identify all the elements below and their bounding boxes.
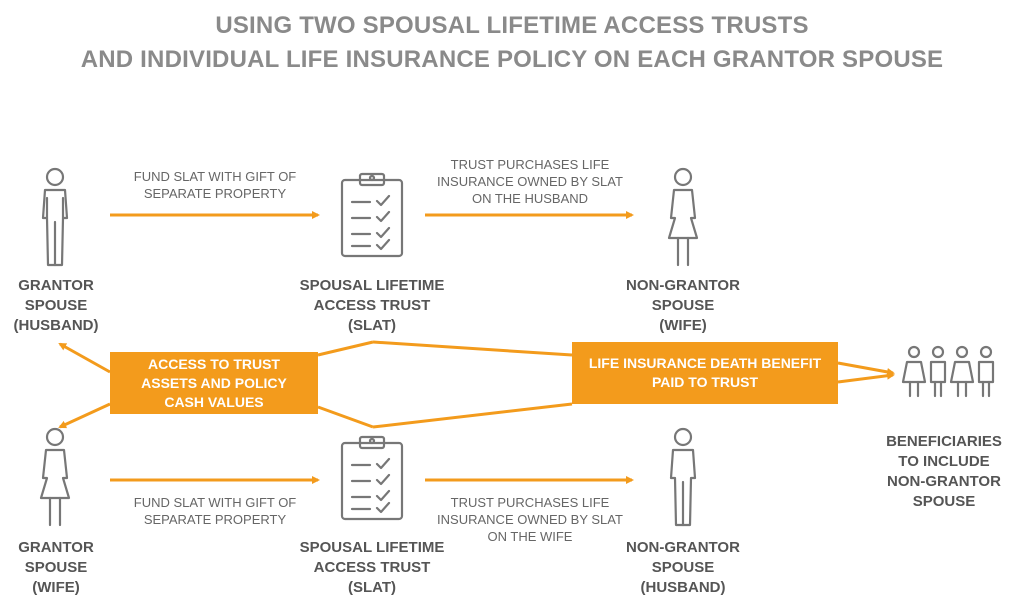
box-line: CASH VALUES (164, 393, 264, 410)
arrow-access-to-husband (58, 342, 111, 374)
note-line: SEPARATE PROPERTY (143, 186, 287, 201)
box-line: LIFE INSURANCE DEATH BENEFIT (588, 355, 822, 371)
label-line: SPOUSE (912, 493, 976, 510)
label-line: (SLAT) (347, 317, 397, 334)
female-person-icon (667, 167, 699, 267)
fund-note-top: FUND SLAT WITH GIFT OF SEPARATE PROPERTY (110, 168, 320, 202)
note-line: INSURANCE OWNED BY SLAT (437, 174, 623, 189)
grantor-wife-label: GRANTOR SPOUSE (WIFE) (0, 538, 112, 598)
connector-upper (317, 340, 374, 357)
box-line: ASSETS AND POLICY (141, 374, 287, 391)
box-line: PAID TO TRUST (651, 374, 759, 390)
grantor-husband-label: GRANTOR SPOUSE (HUSBAND) (0, 276, 112, 336)
label-line: NON-GRANTOR (887, 473, 1001, 490)
label-line: SPOUSAL LIFETIME (299, 539, 445, 556)
label-line: SPOUSE (24, 559, 88, 576)
connector-upper-long (372, 340, 573, 357)
title-line-1: USING TWO SPOUSAL LIFETIME ACCESS TRUSTS (215, 12, 809, 39)
label-line: (WIFE) (659, 317, 707, 334)
arrow-access-to-wife (58, 402, 111, 429)
clipboard-checklist-icon (340, 172, 404, 258)
label-line: GRANTOR (18, 277, 94, 294)
label-line: SPOUSE (24, 297, 88, 314)
death-benefit-box-text: LIFE INSURANCE DEATH BENEFIT PAID TO TRU… (589, 354, 821, 392)
note-line: FUND SLAT WITH GIFT OF (133, 495, 297, 510)
connector-lower (317, 405, 374, 429)
label-line: SPOUSE (651, 297, 715, 314)
label-line: (WIFE) (32, 579, 80, 596)
trust-top-label: SPOUSAL LIFETIME ACCESS TRUST (SLAT) (282, 276, 462, 336)
label-line: SPOUSAL LIFETIME (299, 277, 445, 294)
access-box-text: ACCESS TO TRUST ASSETS AND POLICY CASH V… (141, 355, 287, 412)
arrow-benefit-lower (837, 371, 895, 384)
note-line: ON THE HUSBAND (471, 191, 589, 206)
purchase-note-top: TRUST PURCHASES LIFE INSURANCE OWNED BY … (420, 156, 640, 207)
label-line: ACCESS TRUST (313, 297, 431, 314)
arrow-benefit-upper (837, 361, 895, 376)
trust-bottom-label: SPOUSAL LIFETIME ACCESS TRUST (SLAT) (282, 538, 462, 598)
label-line: ACCESS TRUST (313, 559, 431, 576)
fund-note-bottom: FUND SLAT WITH GIFT OF SEPARATE PROPERTY (110, 494, 320, 528)
note-line: FUND SLAT WITH GIFT OF (133, 169, 297, 184)
access-box: ACCESS TO TRUST ASSETS AND POLICY CASH V… (110, 352, 318, 414)
label-line: (SLAT) (347, 579, 397, 596)
non-grantor-husband-label: NON-GRANTOR SPOUSE (HUSBAND) (608, 538, 758, 598)
label-line: GRANTOR (18, 539, 94, 556)
label-line: NON-GRANTOR (626, 539, 740, 556)
note-line: TRUST PURCHASES LIFE (450, 495, 610, 510)
label-line: (HUSBAND) (640, 579, 726, 596)
label-line: (HUSBAND) (13, 317, 99, 334)
label-line: NON-GRANTOR (626, 277, 740, 294)
note-line: ON THE WIFE (487, 529, 573, 544)
note-line: SEPARATE PROPERTY (143, 512, 287, 527)
label-line: TO INCLUDE (898, 453, 990, 470)
beneficiaries-label: BENEFICIARIES TO INCLUDE NON-GRANTOR SPO… (874, 432, 1014, 512)
connector-lower-long (372, 402, 573, 429)
male-person-icon (669, 427, 697, 527)
label-line: SPOUSE (651, 559, 715, 576)
beneficiaries-group-icon (901, 345, 995, 398)
non-grantor-wife-label: NON-GRANTOR SPOUSE (WIFE) (608, 276, 758, 336)
box-line: ACCESS TO TRUST (148, 355, 280, 372)
female-person-icon (39, 427, 71, 527)
title-line-2: AND INDIVIDUAL LIFE INSURANCE POLICY ON … (80, 46, 944, 73)
clipboard-checklist-icon (340, 435, 404, 521)
death-benefit-box: LIFE INSURANCE DEATH BENEFIT PAID TO TRU… (572, 342, 838, 404)
label-line: BENEFICIARIES (886, 433, 1002, 450)
note-line: TRUST PURCHASES LIFE (450, 157, 610, 172)
note-line: INSURANCE OWNED BY SLAT (437, 512, 623, 527)
purchase-note-bottom: TRUST PURCHASES LIFE INSURANCE OWNED BY … (420, 494, 640, 545)
male-person-icon (41, 167, 69, 267)
